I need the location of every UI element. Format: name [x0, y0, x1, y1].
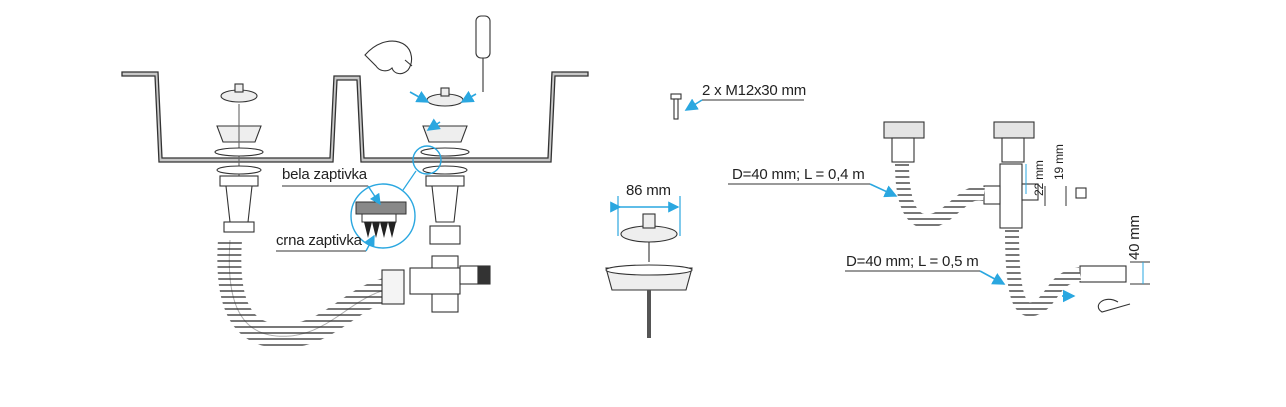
long-hose-label: D=40 mm; L = 0,5 m — [846, 253, 979, 270]
screws-label: 2 x M12x30 mm — [702, 82, 807, 99]
drain-hose-icon — [895, 163, 1082, 317]
gasket-detail-zoom — [276, 145, 442, 252]
hand-icon — [364, 40, 413, 75]
white-gasket-label: bela zaptivka — [282, 166, 367, 183]
dim-22-label: 22 mm — [1032, 160, 1046, 196]
siphon-dimension-lines — [728, 164, 1150, 285]
double-sink — [121, 71, 589, 163]
right-strainer-basket — [409, 87, 491, 313]
screw-pointer — [684, 98, 804, 111]
left-strainer-basket — [214, 83, 264, 233]
black-gasket-label: crna zaptivka — [276, 232, 362, 249]
dim-40-label: 40 mm — [1126, 215, 1143, 260]
siphon-icon — [883, 121, 1131, 313]
strainer-basket-icon — [605, 196, 693, 338]
left-drain-hose — [217, 239, 405, 349]
short-hose-label: D=40 mm; L = 0,4 m — [732, 166, 865, 183]
screw-icon — [670, 93, 682, 120]
strainer-diameter-label: 86 mm — [626, 182, 671, 199]
screwdriver-icon — [475, 15, 491, 92]
dim-19-label: 19 mm — [1052, 144, 1066, 180]
instruction-arrows — [409, 90, 477, 131]
